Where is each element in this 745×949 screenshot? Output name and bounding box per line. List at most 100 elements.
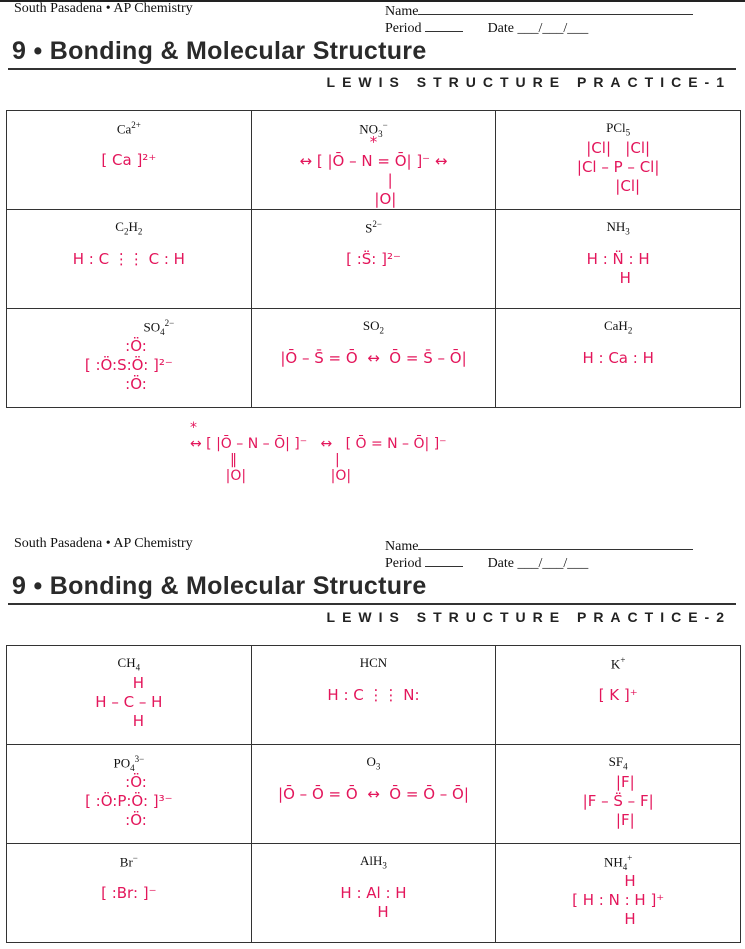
- handwritten-answer: H : C ⋮⋮ C : H: [72, 250, 185, 268]
- name-label: Name: [385, 4, 419, 19]
- formula-label: CaH2: [496, 318, 740, 336]
- formula-part: K: [610, 656, 621, 672]
- formula-part: H: [128, 219, 138, 234]
- formula-part: SF: [608, 754, 624, 769]
- handwritten-answer: * ↔ [ |Ō – N = Ō| ]⁻ ↔ | |O|: [299, 133, 448, 208]
- formula-label: K+: [496, 655, 740, 672]
- period-label: Period: [385, 556, 422, 571]
- structure-cell: SO42− :Ö: [ :Ö:S:Ö: ]²⁻ :Ö:: [6, 308, 252, 408]
- formula-part: 4: [623, 761, 628, 772]
- formula-part: HCN: [359, 655, 388, 670]
- structure-cell: NH4+ H [ H : N : H ]⁺ H: [495, 843, 741, 943]
- formula-part: +: [620, 655, 626, 665]
- name-field[interactable]: Name: [385, 1, 694, 20]
- lewis-structure-grid: Ca2+ [ Ca ]²⁺ NO3−* ↔ [ |Ō – N = Ō| ]⁻ ↔ |…: [6, 110, 741, 408]
- structure-cell: Ca2+ [ Ca ]²⁺: [6, 110, 252, 210]
- formula-label: CH4: [7, 655, 251, 673]
- handwritten-answer: |Ō – S̄ = Ō ↔ Ō = S̄ – Ō|: [280, 349, 467, 367]
- date-label: Date: [487, 556, 514, 571]
- period-label: Period: [385, 21, 422, 36]
- formula-part: NH: [606, 219, 626, 234]
- formula-part: PCl: [606, 120, 626, 135]
- handwritten-answer: H : N̈ : H H: [586, 250, 650, 287]
- formula-part: CH: [117, 655, 136, 670]
- grid-row: CH4 H H – C – H H HCN H : C ⋮⋮ N: K+[ K ]⁺: [6, 645, 741, 745]
- structure-cell: Br− [ :Br: ]⁻: [6, 843, 252, 943]
- handwritten-answer: [ :S̈: ]²⁻: [346, 250, 401, 268]
- structure-cell: PO43− :Ö: [ :Ö:P:Ö: ]³⁻ :Ö:: [6, 744, 252, 844]
- formula-part: O: [366, 754, 376, 769]
- formula-part: 2: [123, 226, 129, 237]
- formula-label: AlH3: [252, 853, 496, 871]
- structure-cell: PCl5|Cl| |Cl| |Cl – P – Cl| |Cl|: [495, 110, 741, 210]
- structure-cell: NO3−* ↔ [ |Ō – N = Ō| ]⁻ ↔ | |O|: [250, 110, 497, 210]
- structure-cell: SF4 |F| |F – S̈ – F| |F|: [495, 744, 741, 844]
- handwritten-answer: H [ H : N : H ]⁺ H: [572, 872, 665, 928]
- formula-part: AlH: [360, 853, 383, 868]
- title-rule: [8, 603, 736, 605]
- section-subtitle: LEWIS STRUCTURE PRACTICE-1: [326, 74, 731, 90]
- formula-part: 5: [625, 127, 631, 138]
- handwritten-answer: H : C ⋮⋮ N:: [327, 686, 420, 704]
- date-label: Date: [487, 21, 514, 36]
- structure-cell: K+[ K ]⁺: [495, 645, 741, 745]
- formula-part: 3: [625, 226, 630, 237]
- worksheet-1: South Pasadena • AP Chemistry Name Perio…: [0, 0, 745, 484]
- formula-part: 2−: [372, 219, 382, 229]
- handwritten-answer: H : Ca : H: [582, 349, 654, 367]
- formula-part: NH: [603, 854, 623, 870]
- structure-cell: O3|Ō – Ō = Ō ↔ Ō = Ō – Ō|: [250, 744, 497, 844]
- formula-part: 2: [379, 325, 385, 336]
- formula-label: PO43−: [7, 754, 251, 773]
- formula-part: 2: [137, 226, 143, 237]
- handwritten-answer: [ Ca ]²⁺: [101, 151, 157, 169]
- structure-cell: CH4 H H – C – H H: [6, 645, 252, 745]
- period-date-fields[interactable]: Period Date ___/___/___: [385, 18, 588, 37]
- formula-label: C2H2: [7, 219, 251, 237]
- formula-part: S: [365, 220, 373, 236]
- formula-part: Ca: [116, 121, 132, 137]
- grid-row: Ca2+ [ Ca ]²⁺ NO3−* ↔ [ |Ō – N = Ō| ]⁻ ↔ |…: [6, 110, 741, 210]
- school-label: South Pasadena • AP Chemistry: [14, 536, 193, 551]
- formula-label: NH3: [496, 219, 740, 237]
- grid-row: PO43− :Ö: [ :Ö:P:Ö: ]³⁻ :Ö:O3|Ō – Ō = Ō …: [6, 744, 741, 844]
- handwritten-answer: :Ö: [ :Ö:S:Ö: ]²⁻ :Ö:: [84, 337, 173, 393]
- page-title: 9 • Bonding & Molecular Structure: [12, 572, 427, 600]
- formula-label: SO42−: [67, 318, 251, 337]
- formula-part: 2: [627, 325, 633, 336]
- formula-part: SO: [362, 318, 380, 333]
- name-field[interactable]: Name: [385, 536, 694, 555]
- formula-label: SF4: [496, 754, 740, 772]
- handwritten-answer: |F| |F – S̈ – F| |F|: [582, 773, 654, 829]
- structure-cell: CaH2 H : Ca : H: [495, 308, 741, 408]
- formula-label: Br−: [7, 853, 251, 870]
- handwritten-answer: |Cl| |Cl| |Cl – P – Cl| |Cl|: [576, 139, 660, 195]
- period-date-fields[interactable]: Period Date ___/___/___: [385, 553, 588, 572]
- formula-part: 2+: [131, 120, 141, 130]
- formula-part: 3: [382, 860, 387, 871]
- formula-part: 3: [375, 761, 381, 772]
- date-blank: ___/___/___: [517, 21, 589, 36]
- handwritten-answer: H H – C – H H: [95, 674, 163, 730]
- formula-label: NO3−: [252, 120, 496, 139]
- formula-part: CaH: [603, 318, 628, 333]
- handwritten-answer: [ :Br: ]⁻: [101, 884, 157, 902]
- title-rule: [8, 68, 736, 70]
- formula-part: PO: [113, 755, 131, 771]
- formula-part: Br: [119, 854, 133, 870]
- formula-part: 2−: [164, 318, 175, 328]
- formula-part: 4: [130, 762, 135, 773]
- structure-cell: S2− [ :S̈: ]²⁻: [250, 209, 497, 309]
- formula-part: +: [627, 853, 633, 863]
- formula-part: 3: [378, 128, 383, 139]
- formula-part: 4: [160, 326, 165, 337]
- top-border: [0, 0, 745, 2]
- grid-row: SO42− :Ö: [ :Ö:S:Ö: ]²⁻ :Ö:SO2|Ō – S̄ = …: [6, 308, 741, 408]
- structure-cell: C2H2 H : C ⋮⋮ C : H: [6, 209, 252, 309]
- page-title: 9 • Bonding & Molecular Structure: [12, 37, 427, 65]
- formula-part: −: [132, 853, 138, 863]
- formula-label: HCN: [252, 655, 496, 671]
- formula-label: Ca2+: [7, 120, 251, 137]
- formula-part: −: [382, 120, 388, 130]
